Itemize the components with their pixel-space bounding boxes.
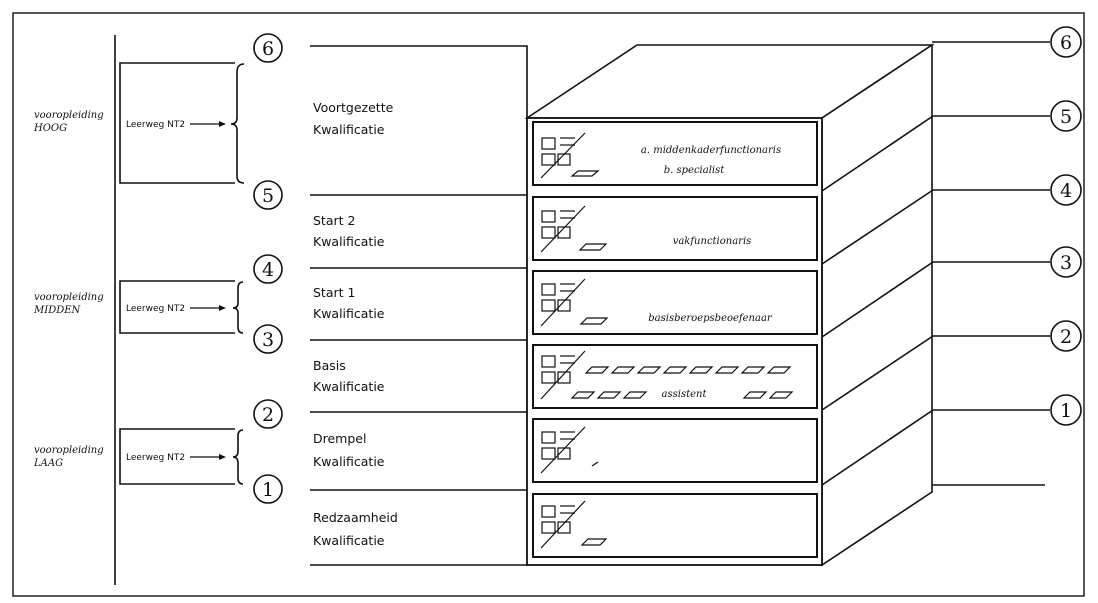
level-label-line1: Basis: [313, 358, 346, 373]
level-box-1: [532, 493, 818, 558]
leerweg-label: Leerweg NT2: [126, 304, 185, 314]
leerweg-box-laag: Leerweg NT2: [119, 428, 244, 485]
side-label-line1: vooropleiding: [34, 445, 104, 456]
function-label: basisberoepsbeoefenaar: [648, 313, 773, 324]
leerweg-box-hoog: Leerweg NT2: [119, 62, 245, 184]
right-level-line-3: [821, 261, 934, 338]
level-box-4: basisberoepsbeoefenaar: [532, 270, 818, 335]
level-box-6: a. middenkaderfunctionaris b. specialist: [532, 121, 818, 186]
right-circle-4: 4: [1050, 174, 1082, 206]
right-circle-5: 5: [1050, 100, 1082, 132]
right-level-line-5: [821, 115, 934, 192]
outer-frame: [12, 12, 1085, 597]
leerweg-box-midden: Leerweg NT2: [119, 280, 244, 334]
level-label-line1: Start 1: [313, 285, 355, 300]
circle-number: 3: [1060, 252, 1072, 274]
circle-number: 5: [1060, 106, 1072, 128]
level-box-2: [532, 418, 818, 483]
function-label: vakfunctionaris: [673, 236, 752, 247]
left-circle-3: 3: [253, 324, 283, 354]
side-label-laag: vooropleiding LAAG: [33, 445, 104, 469]
circle-number: 1: [1060, 400, 1072, 422]
stack-front-face: [526, 117, 823, 566]
side-label-line2: LAAG: [33, 458, 63, 469]
circle-number: 4: [262, 259, 274, 281]
side-label-midden: vooropleiding MIDDEN: [33, 292, 104, 316]
right-circle-2: 2: [1050, 320, 1082, 352]
level-label-drempel: Drempel Kwalificatie: [313, 431, 385, 469]
left-circle-4: 4: [253, 254, 283, 284]
right-circle-3: 3: [1050, 246, 1082, 278]
side-label-line1: vooropleiding: [34, 110, 104, 121]
function-label: assistent: [662, 389, 708, 400]
circle-number: 3: [262, 329, 274, 351]
circle-number: 6: [262, 38, 274, 60]
level-label-redzaamheid: Redzaamheid Kwalificatie: [313, 510, 398, 548]
level-label-start1: Start 1 Kwalificatie: [313, 285, 385, 321]
left-circle-1: 1: [253, 474, 283, 504]
level-label-line2: Kwalificatie: [313, 454, 385, 469]
side-label-line2: HOOG: [33, 123, 67, 134]
circle-number: 4: [1060, 180, 1072, 202]
level-label-basis: Basis Kwalificatie: [313, 358, 385, 394]
level-box-5: vakfunctionaris: [532, 196, 818, 261]
function-label-a: a. middenkaderfunctionaris: [641, 145, 781, 156]
level-label-start2: Start 2 Kwalificatie: [313, 213, 385, 249]
level-box-3: assistent: [532, 344, 818, 409]
level-label-line1: Drempel: [313, 431, 366, 446]
circle-number: 6: [1060, 32, 1072, 54]
side-label-line2: MIDDEN: [33, 305, 82, 316]
circle-number: 1: [262, 479, 274, 501]
top-connector-line: [310, 45, 528, 118]
left-circle-6: 6: [253, 33, 283, 63]
left-circle-2: 2: [253, 399, 283, 429]
level-label-line1: Start 2: [313, 213, 355, 228]
stack-right-face: [821, 43, 933, 567]
level-label-voortgezette: Voortgezette Kwalificatie: [313, 100, 394, 137]
right-level-line-2: [821, 335, 934, 411]
leerweg-label: Leerweg NT2: [126, 453, 185, 463]
level-label-line2: Kwalificatie: [313, 379, 385, 394]
level-label-line2: Kwalificatie: [313, 533, 385, 548]
right-level-line-1: [821, 409, 934, 486]
left-circle-5: 5: [253, 180, 283, 210]
level-label-line2: Kwalificatie: [313, 234, 385, 249]
right-level-line-4: [821, 189, 934, 265]
circle-number: 2: [262, 404, 274, 426]
leerweg-label: Leerweg NT2: [126, 120, 185, 130]
level-label-line2: Kwalificatie: [313, 306, 385, 321]
level-label-line2: Kwalificatie: [313, 122, 385, 137]
side-label-hoog: vooropleiding HOOG: [33, 110, 104, 134]
side-label-line1: vooropleiding: [34, 292, 104, 303]
level-label-line1: Redzaamheid: [313, 510, 398, 525]
level-label-line1: Voortgezette: [313, 100, 394, 115]
circle-number: 2: [1060, 326, 1072, 348]
function-label-b: b. specialist: [664, 165, 725, 176]
right-circle-1: 1: [1050, 394, 1082, 426]
circle-number: 5: [262, 185, 274, 207]
right-circle-6: 6: [1050, 26, 1082, 58]
